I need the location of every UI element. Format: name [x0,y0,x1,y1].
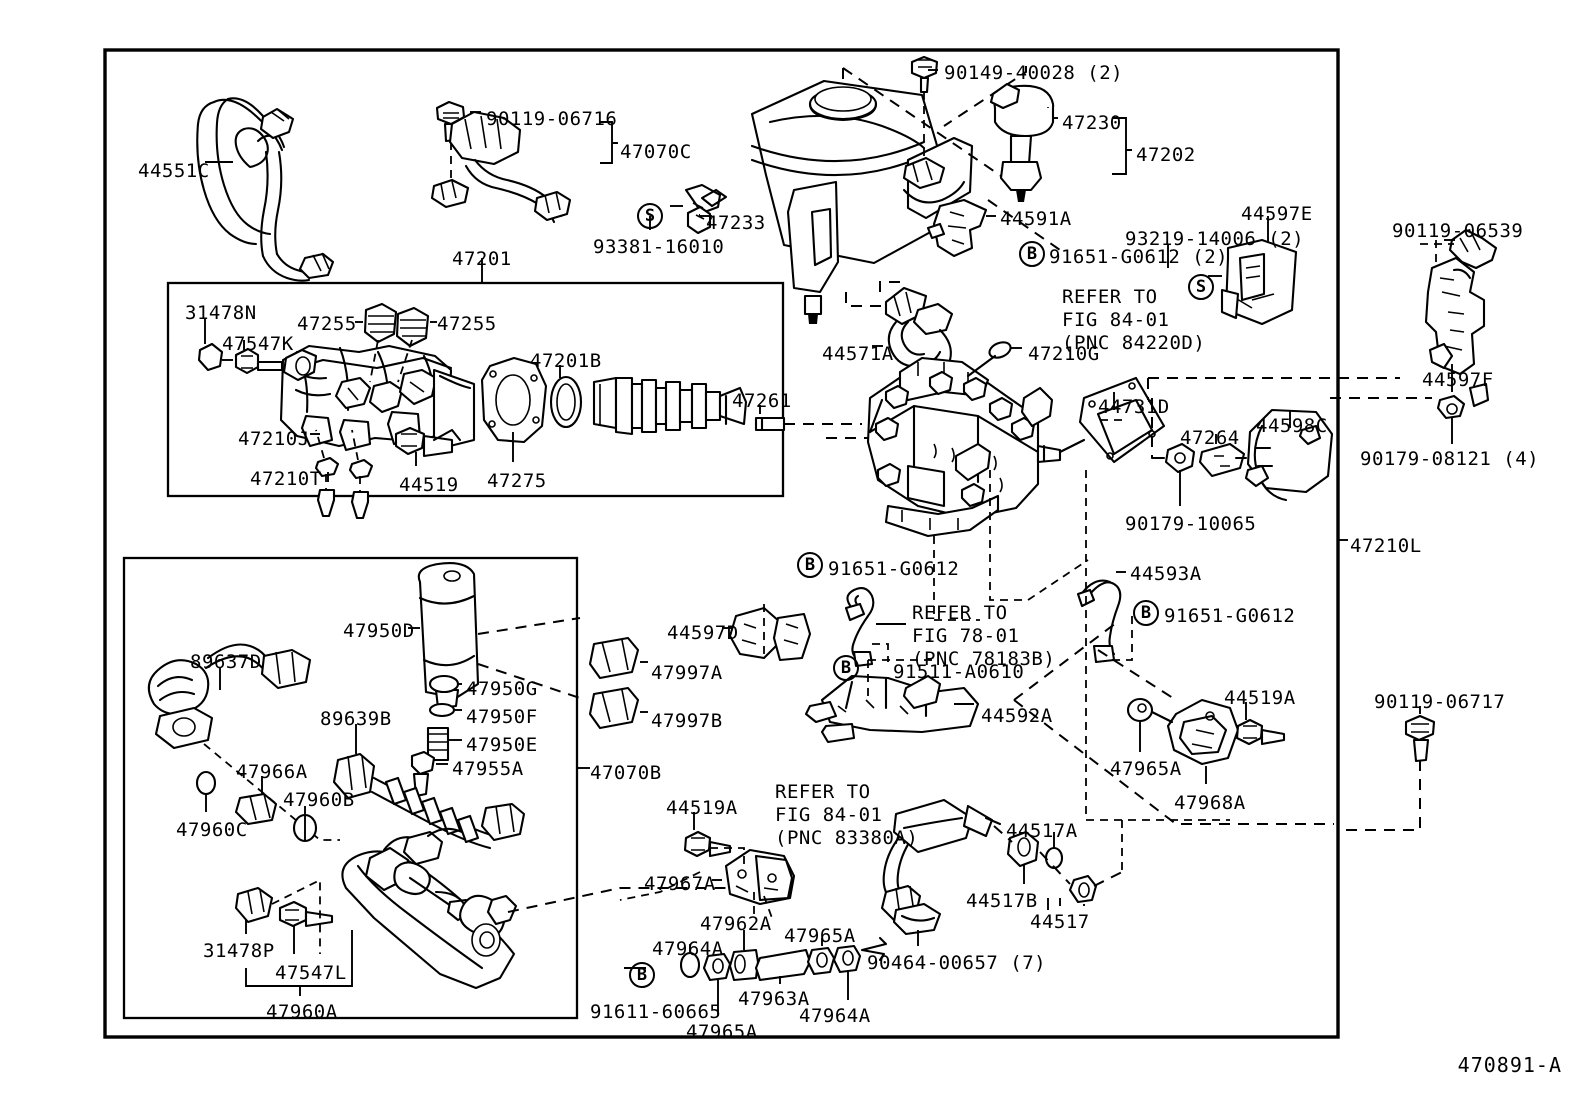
part-44598c: 44598C [1256,415,1328,437]
part-47997a: 47997A [651,662,723,684]
part-93219-14006: 93219-14006 (2) [1125,228,1305,250]
group-47070c: 47070C [620,141,692,163]
part-47965a-mid: 47965A [784,925,856,947]
part-44731d: 44731D [1098,396,1170,418]
part-90119-06717: 90119-06717 [1374,691,1506,713]
part-47962a: 47962A [700,913,772,935]
figure-code: 470891-A [1457,1052,1562,1077]
badge-b-91611-60665: B [629,962,655,988]
part-47955a: 47955A [452,758,524,780]
part-47547l: 47547L [275,962,347,984]
part-44571a: 44571A [822,343,894,365]
badge-s-93381-16010: S [637,203,663,229]
part-47967a: 47967A [644,873,716,895]
part-47201b: 47201B [530,350,602,372]
part-47965a-bottom: 47965A [686,1021,758,1043]
part-47950d: 47950D [343,620,415,642]
refer-fig-84-01-83380a: REFER TO FIG 84-01 (PNC 83380A) [775,781,919,849]
part-44597e: 44597E [1241,203,1313,225]
group-47202: 47202 [1136,144,1196,166]
group-47201: 47201 [452,248,512,270]
refer-fig-78-01-78183b: REFER TO FIG 78-01 (PNC 78183B) [912,602,1056,670]
part-47210j: 47210J [238,428,310,450]
part-47965a-right: 47965A [1110,758,1182,780]
part-31478p: 31478P [203,940,275,962]
part-91651-g0612-right: 91651-G0612 [1164,605,1296,627]
part-44593a: 44593A [1130,563,1202,585]
part-44551c: 44551C [138,160,210,182]
part-44597f: 44597F [1422,369,1494,391]
part-44591a: 44591A [1000,208,1072,230]
part-47966a: 47966A [236,761,308,783]
part-44517a: 44517A [1006,820,1078,842]
badge-b-91511-a0610: B [833,655,859,681]
part-47210g: 47210G [1028,343,1100,365]
part-44519: 44519 [399,474,459,496]
badge-s-93219-14006: S [1188,274,1214,300]
part-47950f: 47950F [466,706,538,728]
part-89637d: 89637D [190,651,262,673]
group-47210l: 47210L [1350,535,1422,557]
part-47963a: 47963A [738,988,810,1010]
part-44592a: 44592A [981,705,1053,727]
part-47964a-right: 47964A [799,1005,871,1027]
part-47964a-left: 47964A [652,938,724,960]
badge-b-91651-g0612-2: B [1019,241,1045,267]
part-91611-60665: 91611-60665 [590,1001,722,1023]
part-44517b: 44517B [966,890,1038,912]
part-44597d: 44597D [667,622,739,644]
part-47547k: 47547K [222,333,294,355]
group-47960a: 47960A [266,1001,338,1023]
part-47275: 47275 [487,470,547,492]
part-47255-left: 47255 [297,313,357,335]
part-47230: 47230 [1062,112,1122,134]
part-89639b: 89639B [320,708,392,730]
part-44519a-mid: 44519A [666,797,738,819]
group-47070b: 47070B [590,762,662,784]
part-47950g: 47950G [466,678,538,700]
part-47255-right: 47255 [437,313,497,335]
part-47264: 47264 [1180,427,1240,449]
part-44517: 44517 [1030,911,1090,933]
part-90119-06539: 90119-06539 [1392,220,1524,242]
part-44519a-right: 44519A [1224,687,1296,709]
part-47261: 47261 [732,390,792,412]
part-90179-10065: 90179-10065 [1125,513,1257,535]
part-47950e: 47950E [466,734,538,756]
part-91511-a0610: 91511-A0610 [893,661,1025,683]
badge-b-91651-g0612-right: B [1133,600,1159,626]
part-90179-08121: 90179-08121 (4) [1360,448,1540,470]
refer-fig-84-01-84220d: REFER TO FIG 84-01 (PNC 84220D) [1062,286,1206,354]
part-47997b: 47997B [651,710,723,732]
part-47210t: 47210T [250,468,322,490]
part-31478n: 31478N [185,302,257,324]
part-47960c: 47960C [176,819,248,841]
part-90464-00657: 90464-00657 (7) [867,952,1047,974]
badge-b-91651-g0612-mid: B [797,552,823,578]
part-91651-g0612-mid: 91651-G0612 [828,558,960,580]
part-47233: 47233 [706,212,766,234]
part-47968a: 47968A [1174,792,1246,814]
part-90149-40028: 90149-40028 (2) [944,62,1124,84]
part-90119-06716: 90119-06716 [486,108,618,130]
part-47960b: 47960B [283,789,355,811]
part-93381-16010: 93381-16010 [593,236,725,258]
part-91651-g0612-2: 91651-G0612 (2) [1049,246,1229,268]
